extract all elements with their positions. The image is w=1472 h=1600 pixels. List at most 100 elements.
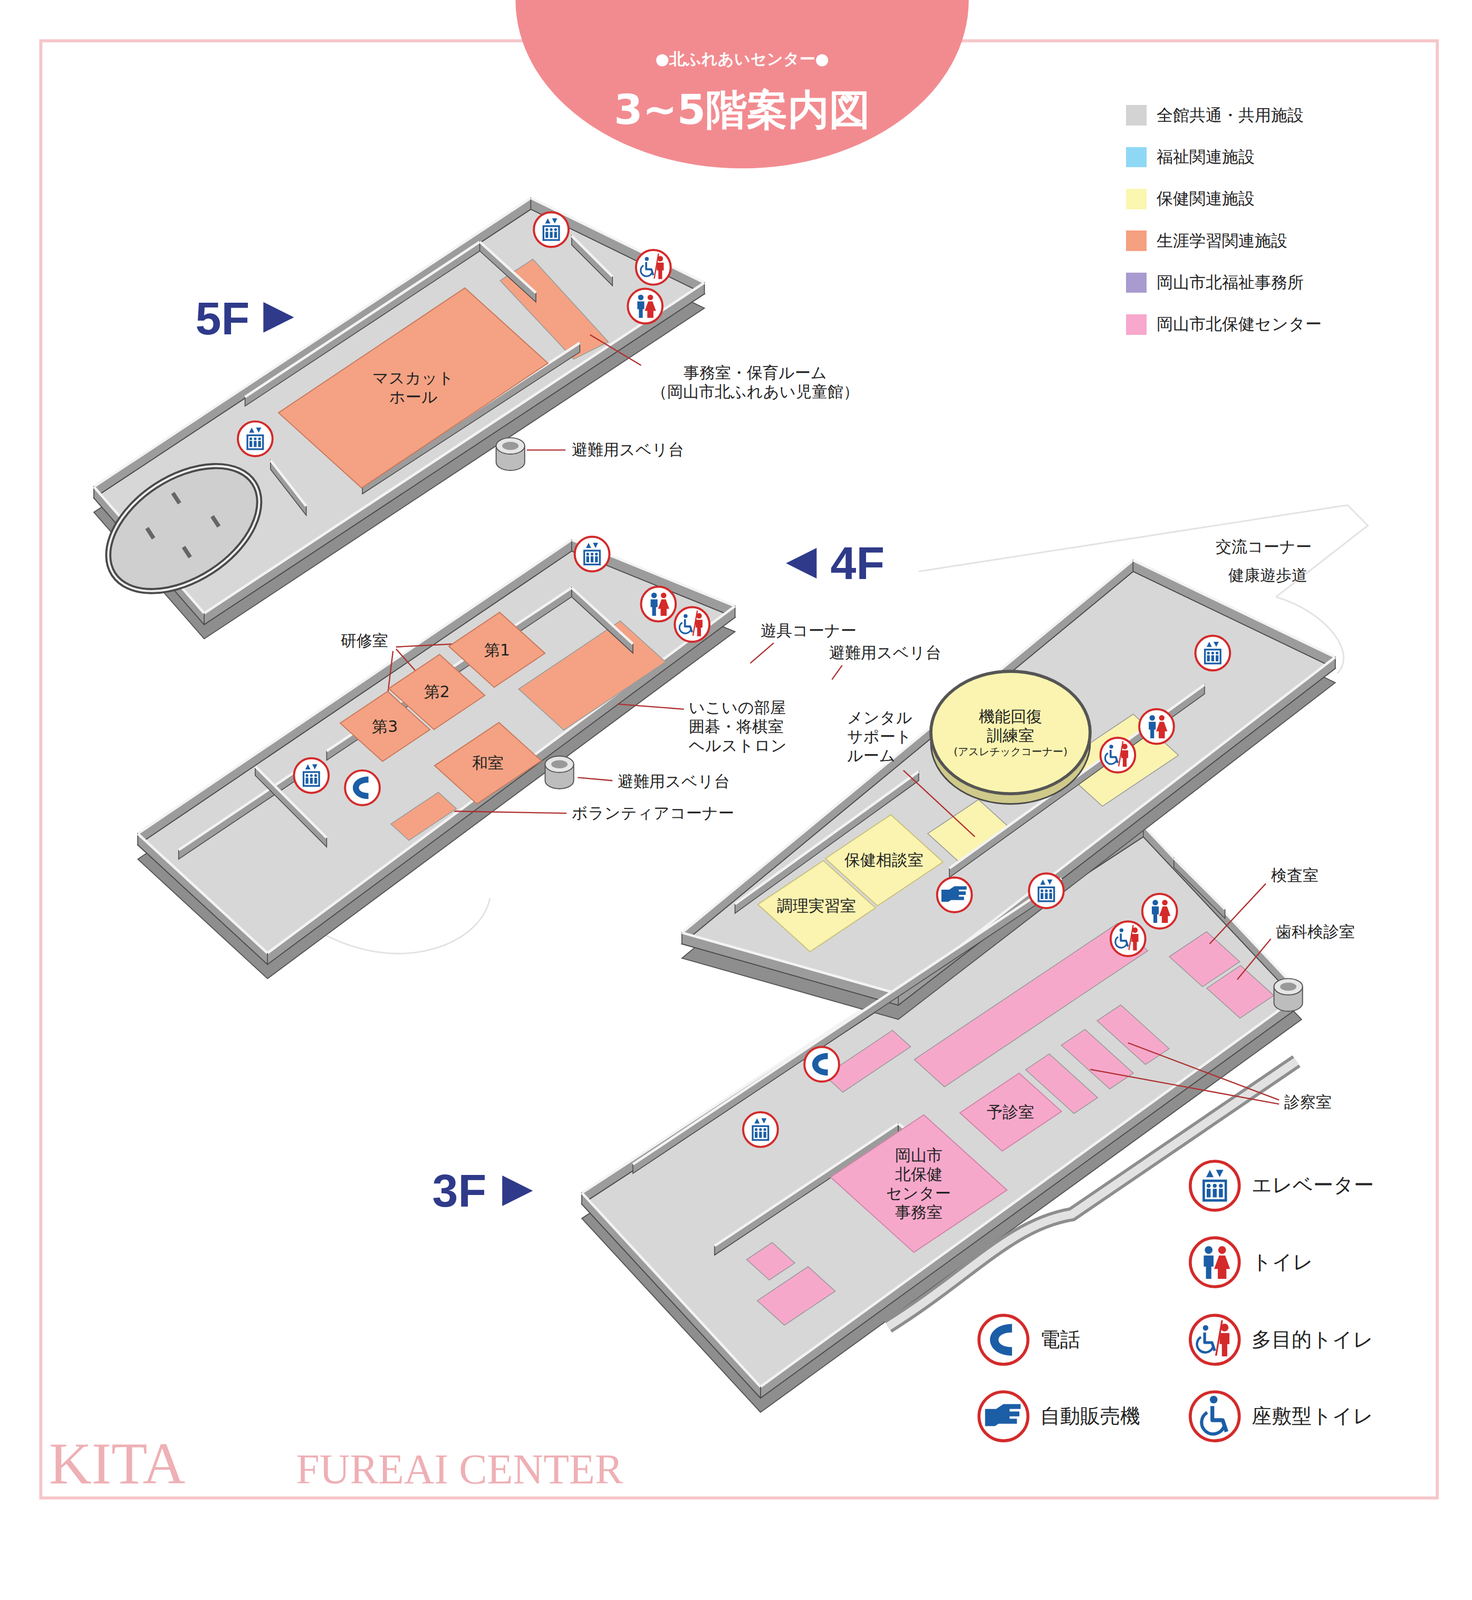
legend-text: エレベーター xyxy=(1251,1174,1374,1199)
plan-group xyxy=(584,542,601,565)
callout-text: ボランティアコーナー xyxy=(571,803,735,823)
plan-shape xyxy=(1203,1180,1226,1201)
plan-shape xyxy=(545,756,574,773)
escape-slide xyxy=(545,756,574,790)
room-name: 第3 xyxy=(371,717,398,737)
plan-shape xyxy=(754,1131,758,1139)
plan-shape xyxy=(1131,934,1139,951)
phone-icon xyxy=(978,1315,1028,1365)
plan-group xyxy=(543,218,560,240)
plan-group xyxy=(679,610,703,637)
plan-shape xyxy=(543,226,560,240)
plan-shape xyxy=(310,774,313,777)
plan-shape xyxy=(1038,887,1055,902)
plan-shape xyxy=(650,599,658,616)
plan-shape xyxy=(1207,655,1210,662)
legend-text: 全館共通・共用施設 xyxy=(1156,105,1304,125)
room-label-box: マスカット ホール xyxy=(372,368,455,407)
plan-shape xyxy=(1219,1333,1230,1357)
plan-group xyxy=(989,1323,1013,1356)
plan-shape xyxy=(249,440,253,448)
elev-icon xyxy=(533,212,569,247)
wall-top xyxy=(571,235,613,277)
phone-icon xyxy=(804,1046,840,1082)
plan-group xyxy=(637,294,656,319)
wall xyxy=(760,994,1302,1399)
plan-group xyxy=(1151,899,1171,923)
wall xyxy=(530,197,705,294)
plan-shape xyxy=(989,1323,1013,1356)
plan-shape xyxy=(1203,1325,1209,1331)
floor-plate xyxy=(681,571,1336,1006)
plan-shape xyxy=(584,550,601,565)
callout-text: いこいの部屋 囲碁・将棋室 ヘルストロン xyxy=(688,698,787,756)
room-name: (アスレチックコーナー) xyxy=(953,745,1068,758)
floor-label: 4F xyxy=(830,535,885,592)
wall xyxy=(681,560,1133,945)
room-label-box: 第1 xyxy=(484,640,511,660)
plan-shape xyxy=(1044,889,1048,893)
multi-icon xyxy=(636,249,671,285)
room: 調理実習室 xyxy=(757,860,876,952)
wall xyxy=(255,766,327,848)
plan-shape xyxy=(1040,889,1044,893)
room-name: 第2 xyxy=(424,682,450,702)
room: 第3 xyxy=(340,691,430,762)
wall-top xyxy=(681,932,899,995)
title: 3~5階案内図 xyxy=(613,85,871,136)
plan-shape xyxy=(257,440,261,448)
elev-icon xyxy=(1195,635,1230,671)
wall-top xyxy=(270,460,307,507)
plan-group xyxy=(1115,925,1139,951)
callout-text: 診察室 xyxy=(1284,1092,1332,1112)
plan-shape xyxy=(314,777,317,785)
legend-swatch xyxy=(1126,272,1147,294)
leader-line xyxy=(577,777,613,781)
plan-shape xyxy=(1156,722,1168,739)
escape-slide xyxy=(1274,978,1303,1012)
plan-shape xyxy=(1159,906,1171,923)
wall-top xyxy=(1143,825,1302,994)
plan-group xyxy=(941,886,967,903)
plan-shape xyxy=(247,435,264,449)
plan-shape xyxy=(656,262,664,279)
plan-shape xyxy=(1040,879,1053,885)
legend-swatch xyxy=(1126,147,1147,168)
plan-shape xyxy=(496,437,525,455)
wall xyxy=(571,588,633,654)
wall-top xyxy=(530,197,705,283)
plan-shape xyxy=(1206,1184,1211,1188)
facility-area xyxy=(518,620,666,730)
wall-top xyxy=(267,605,735,954)
plan-shape xyxy=(637,301,644,318)
plan-shape xyxy=(310,777,313,785)
plan-shape xyxy=(1100,737,1135,773)
plan-shape xyxy=(303,772,320,786)
room-floor xyxy=(278,287,548,488)
plan-shape xyxy=(181,545,192,559)
plan-shape xyxy=(1119,928,1124,932)
page-frame xyxy=(40,40,1438,1498)
plan-shape xyxy=(645,256,649,261)
plan-shape xyxy=(1204,1246,1213,1255)
wall xyxy=(267,605,735,965)
plan-shape xyxy=(1205,649,1221,664)
room-name: 保健相談室 xyxy=(844,850,924,870)
plan-shape xyxy=(679,622,691,634)
plan-shape xyxy=(545,228,548,232)
wall xyxy=(681,932,899,1006)
plan-shape xyxy=(545,231,548,238)
plan-shape xyxy=(1214,1255,1230,1279)
plan-shape xyxy=(1196,1336,1213,1353)
plan-shape xyxy=(644,301,656,318)
plan-shape xyxy=(1215,655,1219,662)
room-name: 機能回復 訓練室 xyxy=(978,707,1043,746)
plan-shape xyxy=(554,231,557,238)
phone-icon xyxy=(344,770,380,806)
plan-group xyxy=(752,1118,769,1141)
plan-shape xyxy=(1152,899,1159,906)
legend-swatch xyxy=(1126,314,1147,335)
multi-icon xyxy=(1110,921,1146,957)
plan-shape xyxy=(937,877,973,913)
room-label-box: 岡山市 北保健 センター 事務室 xyxy=(886,1146,951,1223)
